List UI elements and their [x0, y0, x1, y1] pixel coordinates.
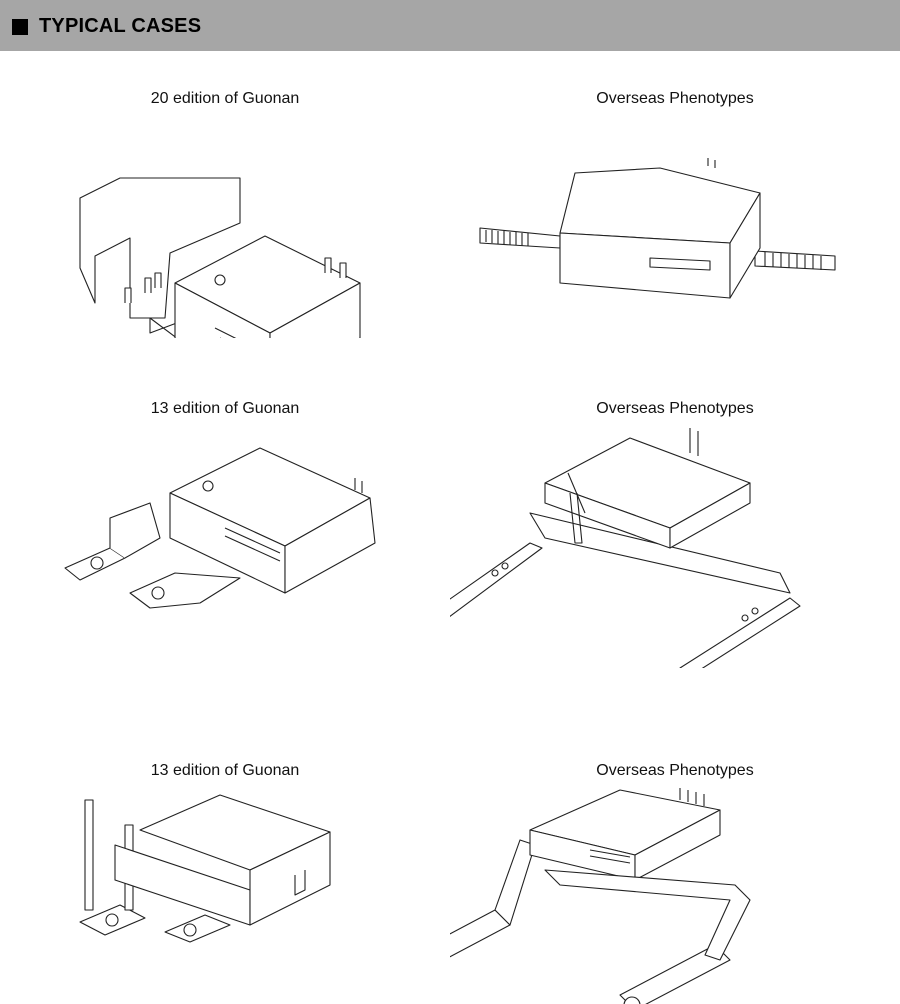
black-square-icon [12, 19, 28, 35]
case-caption: 13 edition of Guonan [150, 762, 300, 779]
section-header: TYPICAL CASES [0, 0, 900, 51]
case-4: Overseas Phenotypes [450, 398, 900, 668]
case-caption: Overseas Phenotypes [596, 762, 754, 779]
case-5: 13 edition of Guonan [0, 760, 450, 1004]
case-caption: 20 edition of Guonan [150, 90, 300, 107]
relay-drawing [450, 788, 751, 1004]
case-1: 20 edition of Guonan [0, 88, 450, 338]
relay-drawing [64, 447, 376, 609]
relay-drawing [450, 428, 801, 668]
case-caption: Overseas Phenotypes [596, 90, 754, 107]
relay-drawing [479, 158, 836, 299]
case-2: Overseas Phenotypes [450, 88, 900, 338]
case-caption: Overseas Phenotypes [596, 400, 754, 417]
case-3: 13 edition of Guonan [0, 398, 450, 668]
relay-drawing [79, 177, 361, 338]
section-title: TYPICAL CASES [39, 15, 202, 37]
case-6: Overseas Phenotypes [450, 760, 900, 1004]
case-caption: 13 edition of Guonan [150, 400, 300, 417]
relay-drawing [79, 794, 331, 943]
